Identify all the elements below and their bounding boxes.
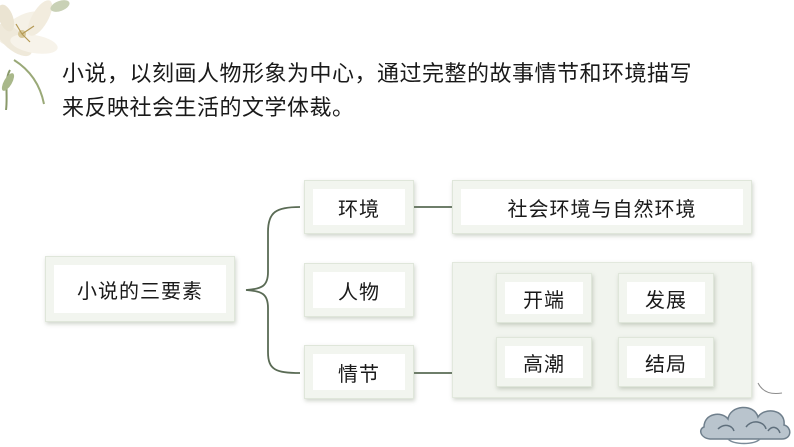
element-label-environment: 环境 [313, 189, 405, 225]
intro-line-1: 小说，以刻画人物形象为中心，通过完整的故事情节和环境描写 [62, 62, 693, 87]
brace-connector [245, 206, 301, 374]
plot-stage-development: 发展 [618, 273, 714, 323]
element-label-character: 人物 [313, 272, 405, 308]
element-node-environment: 环境 [304, 180, 414, 234]
plot-stage-beginning: 开端 [496, 273, 592, 323]
cloud-decoration [699, 382, 791, 445]
plot-stage-climax: 高潮 [496, 337, 592, 387]
element-label-plot: 情节 [313, 354, 405, 390]
plot-stage-label: 开端 [505, 282, 583, 314]
lily-flower-decoration [0, 0, 70, 110]
element-node-character: 人物 [304, 263, 414, 317]
plot-stage-label: 结局 [627, 346, 705, 378]
plot-stage-label: 高潮 [505, 346, 583, 378]
intro-line-2: 来反映社会生活的文学体裁。 [62, 96, 355, 121]
detail-label-environment: 社会环境与自然环境 [461, 189, 743, 225]
detail-node-environment: 社会环境与自然环境 [452, 180, 752, 234]
plot-stage-ending: 结局 [618, 337, 714, 387]
root-node: 小说的三要素 [45, 256, 235, 322]
root-label: 小说的三要素 [54, 265, 226, 313]
plot-stage-label: 发展 [627, 282, 705, 314]
element-node-plot: 情节 [304, 345, 414, 399]
intro-paragraph: 小说，以刻画人物形象为中心，通过完整的故事情节和环境描写 来反映社会生活的文学体… [62, 58, 762, 126]
